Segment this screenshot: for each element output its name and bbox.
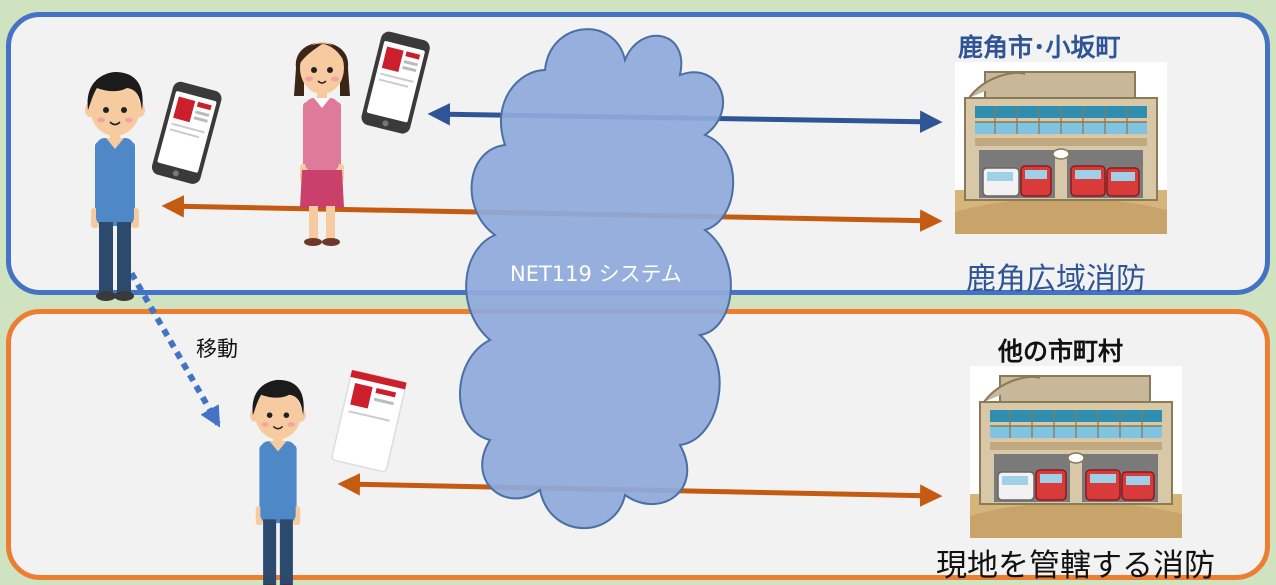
fire-station-icon (969, 365, 1183, 539)
other-station-label: 現地を管轄する消防 (936, 548, 1215, 584)
other-city-label: 他の市町村 (998, 337, 1124, 366)
system-label: NET119 システム (510, 262, 682, 286)
woman-icon (293, 41, 351, 247)
man-icon (84, 71, 146, 302)
home-station-label: 鹿角広域消防 (966, 262, 1146, 297)
fire-station-icon (954, 61, 1168, 235)
cloud-icon (459, 28, 735, 530)
smartphone-icon (150, 80, 224, 186)
arrow-move (122, 260, 221, 428)
smartphone-icon (331, 370, 407, 473)
home-city-label: 鹿角市･小坂町 (958, 33, 1121, 62)
move-label: 移動 (196, 337, 238, 361)
man-moved-icon (249, 379, 307, 585)
smartphone-icon (359, 30, 432, 136)
